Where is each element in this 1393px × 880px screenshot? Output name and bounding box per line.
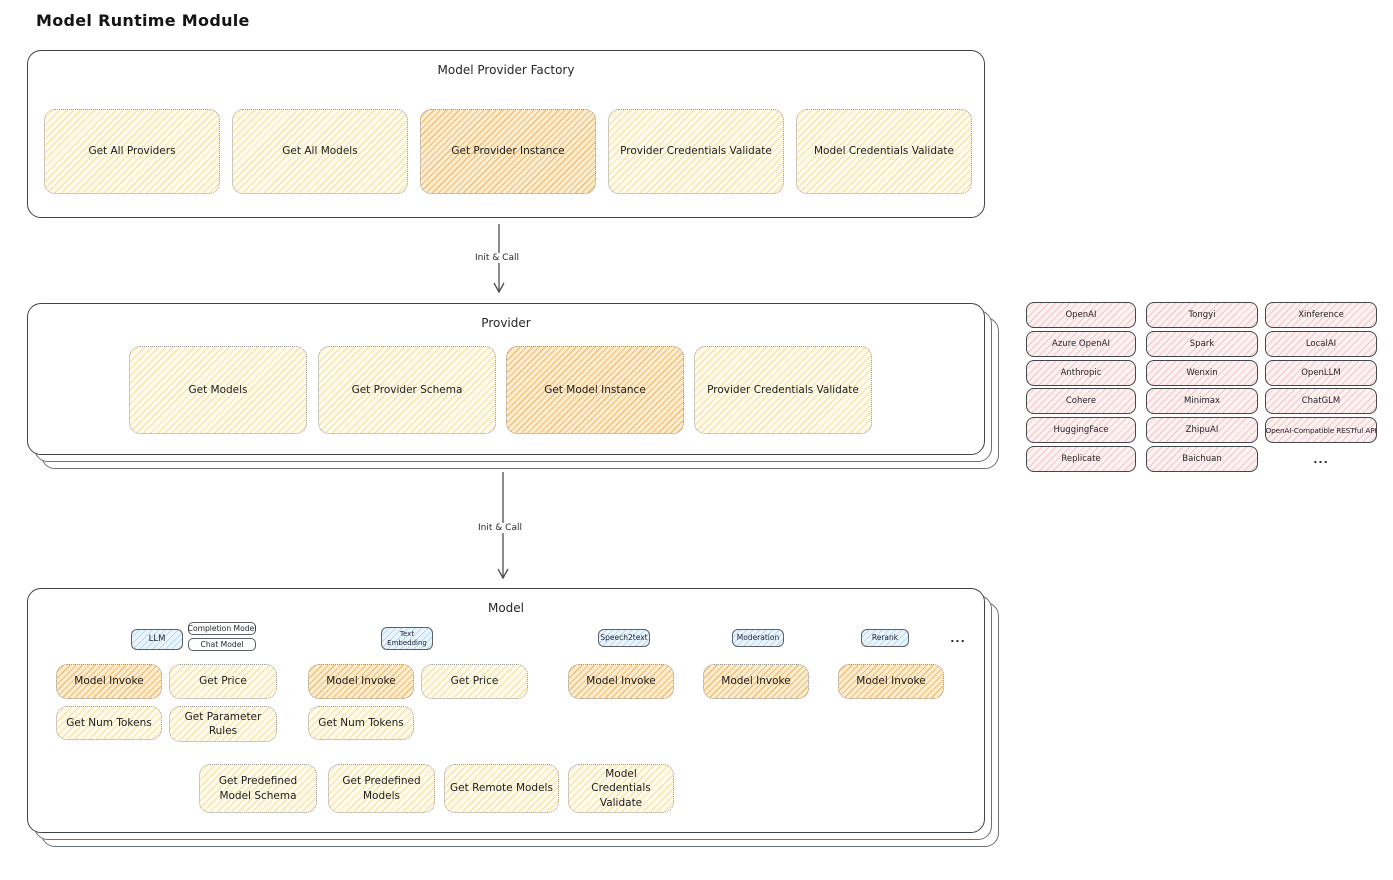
factory-container: Model Provider Factory Get All Providers… [27, 50, 985, 218]
model-tags-more-dots: ... [950, 631, 966, 645]
model-box-invoke-rerank: Model Invoke [838, 664, 944, 699]
tag-speech2text: Speech2text [598, 629, 650, 647]
model-box-get-num-tokens-embedding: Get Num Tokens [308, 706, 414, 740]
model-box-invoke-speech2text: Model Invoke [568, 664, 674, 699]
provider-chip-cohere: Cohere [1026, 388, 1136, 414]
provider-chip-zhipuai: ZhipuAI [1146, 417, 1258, 443]
tag-text-embedding: Text Embedding [381, 627, 433, 650]
tag-rerank: Rerank [861, 629, 909, 647]
provider-box-get-model-instance: Get Model Instance [506, 346, 684, 434]
factory-box-get-all-providers: Get All Providers [44, 109, 220, 194]
arrowhead-icon [493, 282, 505, 294]
tag-llm: LLM [131, 629, 183, 650]
factory-box-model-credentials-validate: Model Credentials Validate [796, 109, 972, 194]
factory-box-provider-credentials-validate: Provider Credentials Validate [608, 109, 784, 194]
provider-container: Provider Get Models Get Provider Schema … [27, 303, 985, 455]
model-box-model-credentials-validate: Model Credentials Validate [568, 764, 674, 813]
provider-chip-replicate: Replicate [1026, 446, 1136, 472]
arrowhead-icon [497, 568, 509, 580]
init-call-label-2: Init & Call [474, 523, 526, 533]
model-box-get-remote-models: Get Remote Models [444, 764, 559, 813]
provider-chip-huggingface: HuggingFace [1026, 417, 1136, 443]
provider-chip-localai: LocalAI [1265, 331, 1377, 357]
model-box-get-predefined-models: Get Predefined Models [328, 764, 435, 813]
model-box-invoke-llm: Model Invoke [56, 664, 162, 699]
provider-chip-azure-openai: Azure OpenAI [1026, 331, 1136, 357]
factory-title: Model Provider Factory [437, 63, 575, 77]
model-box-get-predefined-model-schema: Get Predefined Model Schema [199, 764, 317, 813]
tag-moderation: Moderation [732, 629, 784, 647]
provider-chip-minimax: Minimax [1146, 388, 1258, 414]
model-box-invoke-moderation: Model Invoke [703, 664, 809, 699]
model-box-get-parameter-rules: Get Parameter Rules [169, 706, 277, 742]
factory-box-get-provider-instance: Get Provider Instance [420, 109, 596, 194]
provider-box-get-models: Get Models [129, 346, 307, 434]
provider-chip-anthropic: Anthropic [1026, 360, 1136, 386]
provider-box-get-provider-schema: Get Provider Schema [318, 346, 496, 434]
provider-chip-chatglm: ChatGLM [1265, 388, 1377, 414]
provider-chip-wenxin: Wenxin [1146, 360, 1258, 386]
model-title: Model [487, 601, 525, 615]
page-title: Model Runtime Module [36, 11, 250, 30]
provider-chip-baichuan: Baichuan [1146, 446, 1258, 472]
model-box-get-price-embedding: Get Price [421, 664, 528, 699]
provider-chip-xinference: Xinference [1265, 302, 1377, 328]
model-box-get-num-tokens-llm: Get Num Tokens [56, 706, 162, 740]
provider-box-provider-credentials-validate: Provider Credentials Validate [694, 346, 872, 434]
provider-chip-openai-compatible: OpenAI-Compatible RESTful API [1265, 417, 1377, 443]
provider-chip-spark: Spark [1146, 331, 1258, 357]
provider-chip-tongyi: Tongyi [1146, 302, 1258, 328]
tag-chat-model: Chat Model [188, 638, 256, 651]
tag-completion-model: Completion Model [187, 622, 257, 635]
init-call-label-1: Init & Call [471, 253, 523, 263]
model-container: Model LLM Completion Model Chat Model Te… [27, 588, 985, 833]
provider-title: Provider [481, 316, 531, 330]
model-box-invoke-embedding: Model Invoke [308, 664, 414, 699]
provider-chip-openai: OpenAI [1026, 302, 1136, 328]
provider-chip-openllm: OpenLLM [1265, 360, 1377, 386]
factory-box-get-all-models: Get All Models [232, 109, 408, 194]
model-box-get-price-llm: Get Price [169, 664, 277, 699]
provider-grid-more-dots: ... [1313, 452, 1329, 466]
